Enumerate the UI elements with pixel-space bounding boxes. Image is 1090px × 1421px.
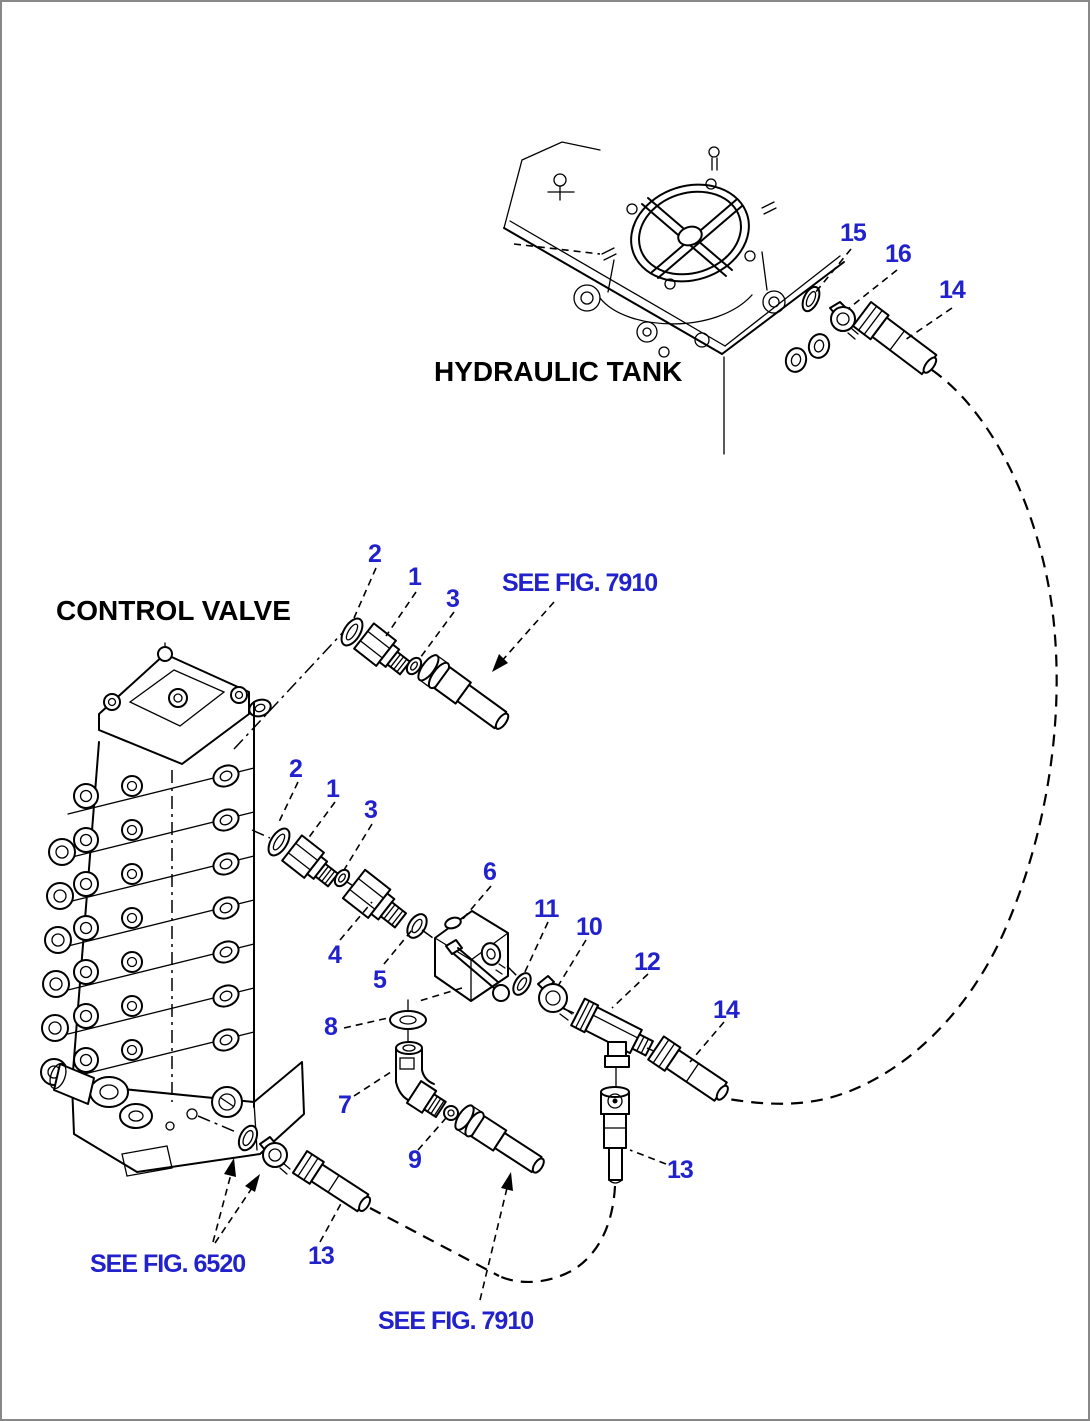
callout-3-upper[interactable]: 3 <box>446 585 460 613</box>
callout-5[interactable]: 5 <box>373 966 387 994</box>
callout-9[interactable]: 9 <box>408 1146 422 1174</box>
arrow-to-oring <box>224 1158 236 1177</box>
callout-6[interactable]: 6 <box>483 858 497 886</box>
tank-washers <box>784 333 831 373</box>
callout-1-main[interactable]: 1 <box>326 775 340 803</box>
part-2-oring-upper <box>340 617 364 647</box>
ref-see-fig-7910-upper[interactable]: SEE FIG. 7910 <box>502 569 658 597</box>
part-12-tee <box>570 997 654 1089</box>
callout-16[interactable]: 16 <box>885 240 912 268</box>
callout-2-main[interactable]: 2 <box>289 755 303 783</box>
hydraulic-tank-drawing <box>503 141 1058 1105</box>
arrow-to-mid-connector <box>501 1172 513 1191</box>
part-13-connector-tee <box>600 1086 630 1184</box>
part-4-fitting <box>341 868 408 929</box>
hydraulic-tank-label: HYDRAULIC TANK <box>434 356 683 387</box>
callout-13-tee[interactable]: 13 <box>667 1156 694 1184</box>
valve-lever-knob <box>492 984 510 1002</box>
callout-14-right[interactable]: 14 <box>713 996 740 1024</box>
valve-sections <box>40 764 255 1086</box>
upper-hose-connector <box>417 654 510 730</box>
ref-see-fig-6520[interactable]: SEE FIG. 6520 <box>90 1250 246 1278</box>
part-1-fitting-main <box>281 834 339 888</box>
arrow-to-fitting <box>245 1174 260 1192</box>
arrow-to-upper-connector <box>492 654 508 672</box>
upper-fitting-chain <box>233 567 555 750</box>
callout-11[interactable]: 11 <box>534 895 559 923</box>
bottom-fitting <box>259 1136 291 1175</box>
callout-2-upper[interactable]: 2 <box>368 540 382 568</box>
part-16-connector <box>829 301 859 340</box>
part-11-oring <box>512 972 532 996</box>
callout-13-valve[interactable]: 13 <box>308 1242 335 1270</box>
part-8-washer <box>389 1010 427 1030</box>
tank-flange-cover <box>601 178 777 290</box>
callout-10[interactable]: 10 <box>576 913 603 941</box>
mid-hose-connector <box>454 1104 545 1174</box>
valve-base-block <box>49 1061 305 1177</box>
part-10-fitting <box>537 975 573 1021</box>
part-14-hose-end-top <box>851 301 938 376</box>
bottom-oring <box>237 1124 259 1152</box>
callout-3-main[interactable]: 3 <box>364 796 378 824</box>
callout-1-upper[interactable]: 1 <box>408 563 422 591</box>
part-9-oring <box>443 1105 459 1121</box>
part-3-oring-main <box>333 868 351 888</box>
callout-7[interactable]: 7 <box>338 1091 352 1119</box>
part-14-hose-end-right <box>647 1035 729 1102</box>
callout-8[interactable]: 8 <box>324 1013 338 1041</box>
ref-see-fig-7910-bottom[interactable]: SEE FIG. 7910 <box>378 1307 534 1335</box>
elbow-chain <box>343 987 545 1301</box>
callout-15[interactable]: 15 <box>840 219 867 247</box>
control-valve-drawing <box>40 642 305 1177</box>
part-13-hose-end-left <box>291 1150 372 1213</box>
callout-4[interactable]: 4 <box>328 941 342 969</box>
hose-14-path <box>727 369 1058 1105</box>
main-fitting-chain <box>251 781 729 1283</box>
part-5-oring <box>406 913 428 939</box>
part-2-oring-main <box>267 827 291 857</box>
part-3-oring-upper <box>405 656 423 676</box>
callout-14-tank[interactable]: 14 <box>939 276 966 304</box>
part-7-elbow <box>395 1041 447 1118</box>
hose-13-path <box>498 1185 617 1283</box>
control-valve-label: CONTROL VALVE <box>56 595 291 626</box>
callout-12[interactable]: 12 <box>634 948 661 976</box>
part-6-valve-block <box>434 910 510 1002</box>
bottom-left-chain <box>197 1115 372 1244</box>
part-1-fitting-upper <box>353 622 411 676</box>
part-15-oring <box>801 285 821 313</box>
